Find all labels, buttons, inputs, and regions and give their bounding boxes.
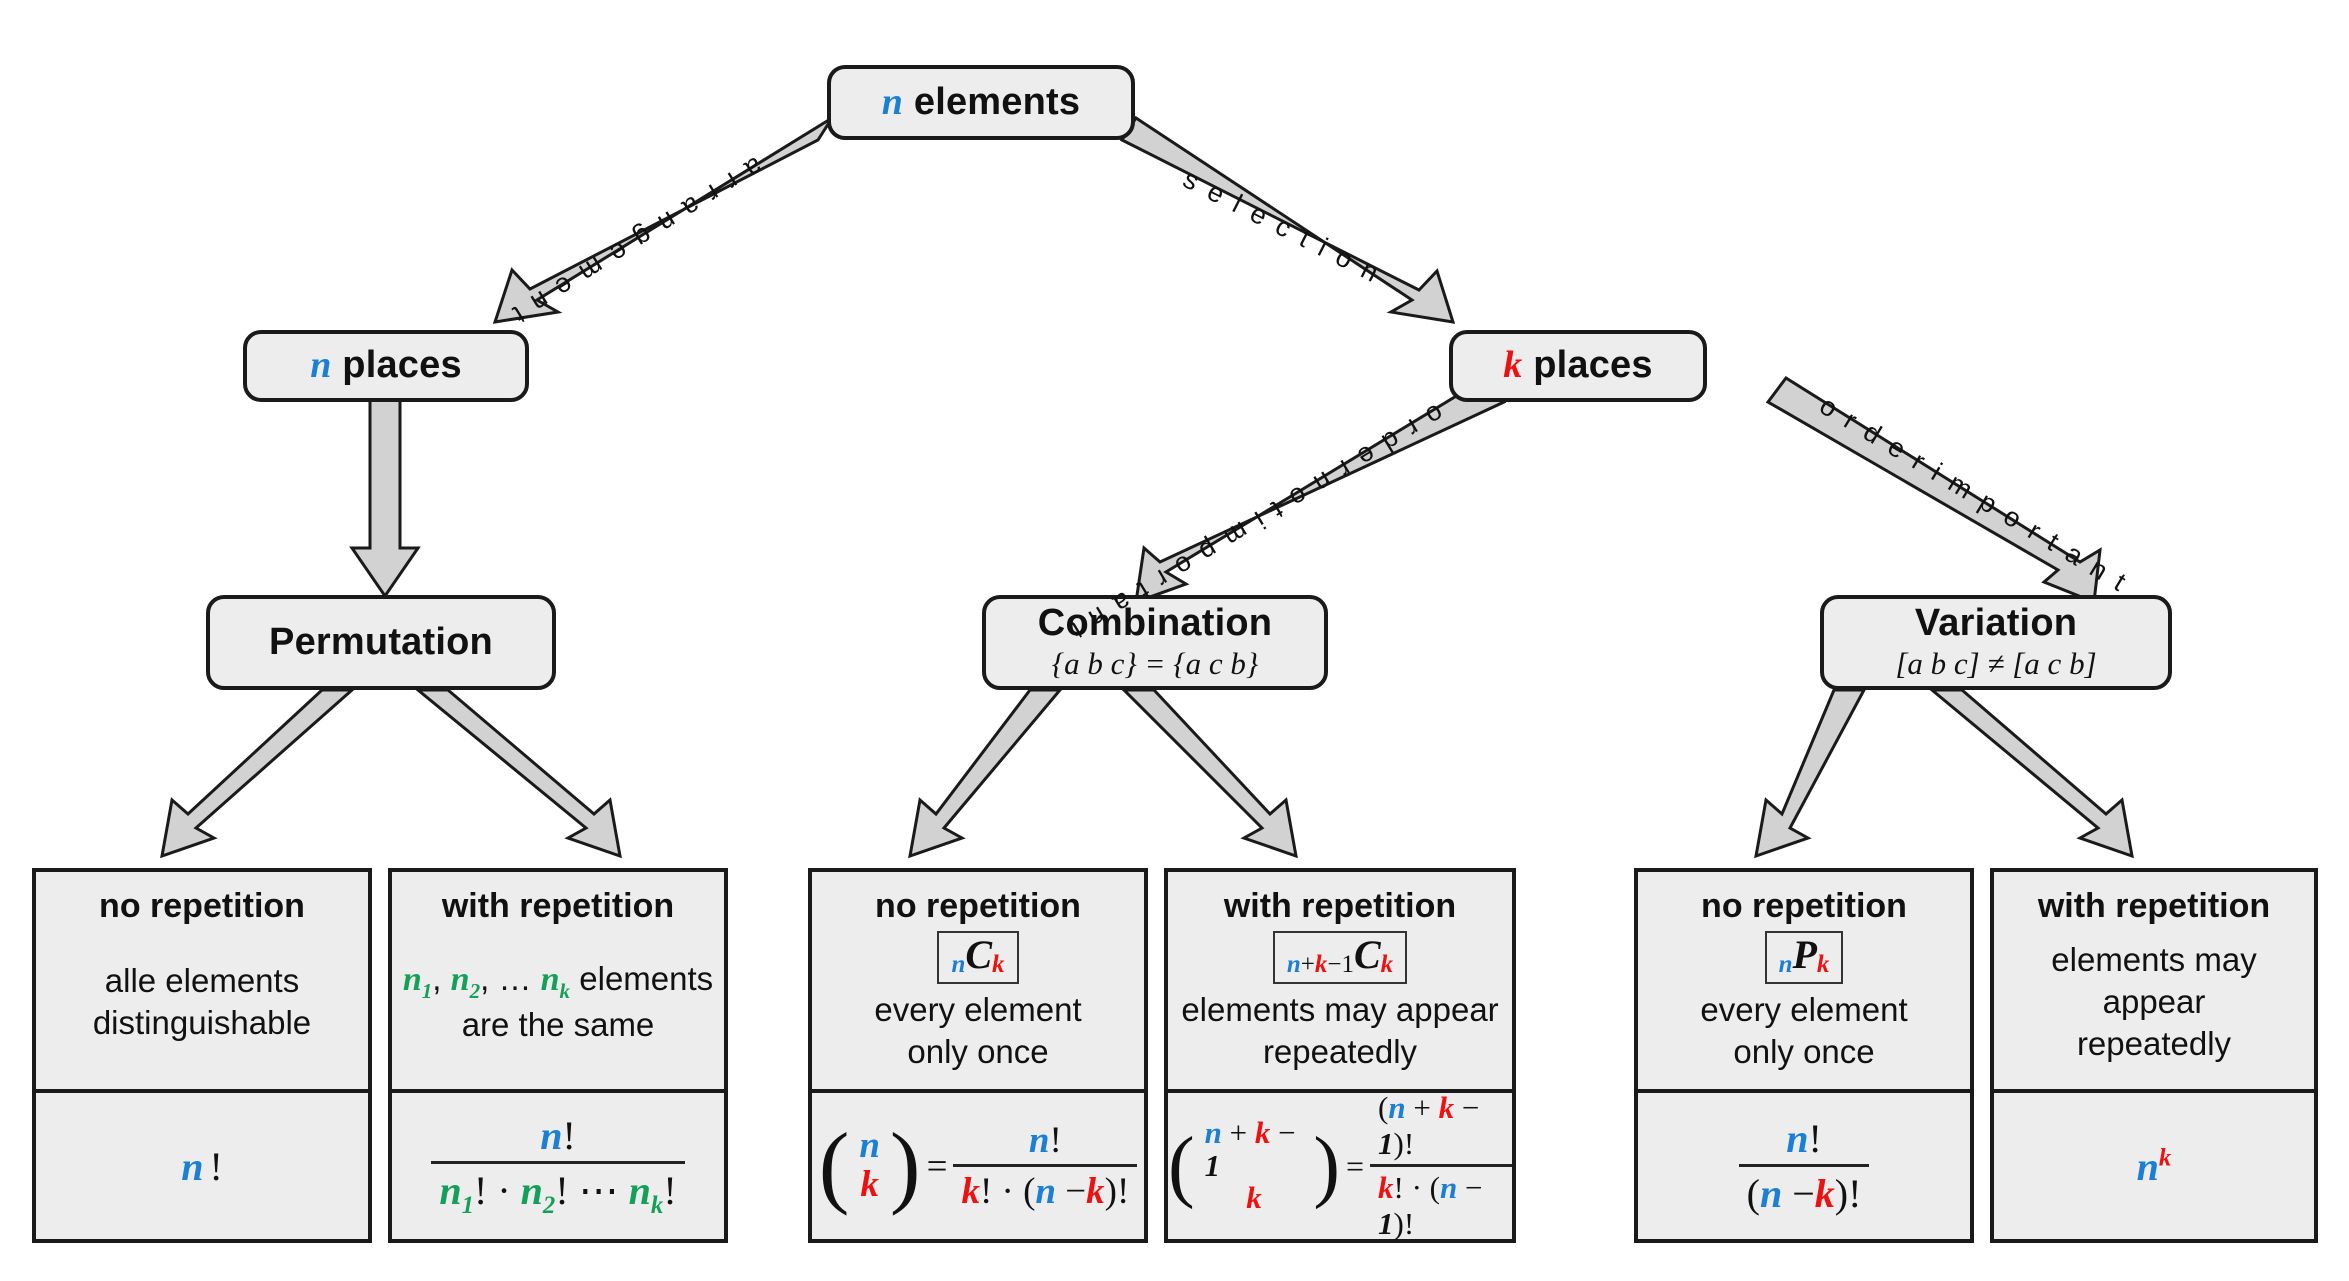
leaf-upper: with repetition n+k−1Ck elements may app… <box>1168 872 1512 1089</box>
desc-line: repeatedly <box>2076 1025 2232 1063</box>
arrow-permutation-left <box>160 688 356 859</box>
node-root-text: elements <box>913 80 1081 123</box>
node-root-label: n elements <box>881 80 1081 123</box>
var-n: n <box>881 80 904 123</box>
leaf-description: every element only once <box>874 989 1081 1073</box>
leaf-upper: with repetition elements may appear repe… <box>1994 872 2314 1089</box>
arrow-nplaces-permutation <box>349 396 421 599</box>
leaf-description: alle elements distinguishable <box>93 960 311 1044</box>
desc-line: elements may appear <box>2051 940 2257 1021</box>
arrow-combination-right <box>1120 688 1298 859</box>
leaf-variation-no-repetition[interactable]: no repetition nPk every element only onc… <box>1634 868 1974 1243</box>
leaf-description: n1, n2, … nk elements are the same <box>403 958 713 1047</box>
edge-label-order-important: o r d e r i m p o r t a n t <box>1814 390 2134 599</box>
leaf-head: with repetition <box>2037 887 2271 925</box>
node-n-places[interactable]: n places <box>243 330 529 402</box>
leaf-formula: n! n1! · n2! ⋯ nk! <box>392 1089 724 1239</box>
formula-multiset-permutation: n! n1! · n2! ⋯ nk! <box>431 1112 685 1220</box>
desc-word: elements <box>570 959 714 997</box>
leaf-upper: no repetition nCk every element only onc… <box>812 872 1144 1089</box>
node-variation-sub: [a b c] ≠ [a c b] <box>1895 646 2097 682</box>
node-combination-label: Combination <box>1037 601 1273 644</box>
desc-line: alle elements <box>104 961 300 999</box>
arrow-combination-left <box>908 688 1064 859</box>
leaf-permutation-no-repetition[interactable]: no repetition alle elements distinguisha… <box>32 868 372 1243</box>
leaf-upper: no repetition nPk every element only onc… <box>1638 872 1970 1089</box>
arrow-variation-right <box>1927 688 2134 859</box>
arrow-variation-left <box>1754 688 1867 859</box>
arrow-permutation-right <box>413 688 622 859</box>
desc-line: distinguishable <box>92 1004 312 1042</box>
leaf-head: no repetition <box>99 887 305 925</box>
leaf-combination-no-repetition[interactable]: no repetition nCk every element only onc… <box>808 868 1148 1243</box>
symbol-n-plus-k-minus-1-C-k: n+k−1Ck <box>1272 931 1408 984</box>
leaf-upper: with repetition n1, n2, … nk elements ar… <box>392 872 724 1089</box>
var-n: n <box>310 344 332 387</box>
leaf-upper: no repetition alle elements distinguisha… <box>36 872 368 1089</box>
edge-label-arrangement: a r r a n g e m e n t <box>505 151 769 331</box>
desc-line: every element <box>1700 991 1908 1029</box>
symbol-nPk: nPk <box>1764 931 1844 984</box>
desc-line: n1, n2, … nk elements <box>402 959 714 1003</box>
node-combination-sub: {a b c} = {a c b} <box>1051 646 1259 682</box>
leaf-formula: nk <box>1994 1089 2314 1239</box>
leaf-formula: ( n k ) = n! k! · (n −k)! <box>812 1089 1144 1239</box>
leaf-description: every element only once <box>1700 989 1907 1073</box>
node-k-places[interactable]: k places <box>1449 330 1707 402</box>
node-n-places-text: places <box>342 344 462 387</box>
leaf-combination-with-repetition[interactable]: with repetition n+k−1Ck elements may app… <box>1164 868 1516 1243</box>
edge-label-selection: s e l e c t i o n <box>1178 163 1386 290</box>
symbol-nCk: nCk <box>937 931 1019 984</box>
leaf-head: no repetition <box>1701 887 1907 925</box>
node-k-places-text: places <box>1533 344 1653 387</box>
node-root-n-elements[interactable]: n elements <box>827 65 1135 140</box>
leaf-head: with repetition <box>441 887 675 925</box>
node-combination[interactable]: Combination {a b c} = {a c b} <box>982 595 1328 690</box>
formula-binomial-n-plus-k-minus-1: ( n + k − 1 k ) = (n + k − 1)! k! · (n <box>1168 1090 1512 1242</box>
node-variation[interactable]: Variation [a b c] ≠ [a c b] <box>1820 595 2172 690</box>
formula-n-factorial: n! <box>181 1143 223 1189</box>
desc-line: elements may appear <box>1181 991 1499 1029</box>
leaf-description: elements may appear repeatedly <box>2002 939 2306 1066</box>
formula-n-power-k: nk <box>2136 1143 2172 1189</box>
node-n-places-label: n places <box>310 344 462 387</box>
formula-variation-no-repetition: n! (n −k)! <box>1738 1115 1870 1217</box>
formula-binomial-nk: ( n k ) = n! k! · (n −k)! <box>819 1119 1138 1213</box>
node-variation-label: Variation <box>1914 601 2078 644</box>
desc-line: only once <box>1733 1033 1875 1071</box>
leaf-permutation-with-repetition[interactable]: with repetition n1, n2, … nk elements ar… <box>388 868 728 1243</box>
desc-line: only once <box>907 1033 1049 1071</box>
desc-line: are the same <box>461 1006 655 1044</box>
node-permutation-label: Permutation <box>269 620 493 663</box>
leaf-head: no repetition <box>875 887 1081 925</box>
var-k: k <box>1503 344 1523 387</box>
desc-line: repeatedly <box>1262 1033 1418 1071</box>
node-permutation[interactable]: Permutation <box>206 595 556 690</box>
leaf-formula: n! <box>36 1089 368 1239</box>
leaf-variation-with-repetition[interactable]: with repetition elements may appear repe… <box>1990 868 2318 1243</box>
leaf-head: with repetition <box>1223 887 1457 925</box>
leaf-description: elements may appear repeatedly <box>1181 989 1498 1073</box>
desc-line: every element <box>874 991 1082 1029</box>
leaf-formula: ( n + k − 1 k ) = (n + k − 1)! k! · (n <box>1168 1089 1512 1242</box>
node-k-places-label: k places <box>1503 344 1653 387</box>
leaf-formula: n! (n −k)! <box>1638 1089 1970 1239</box>
